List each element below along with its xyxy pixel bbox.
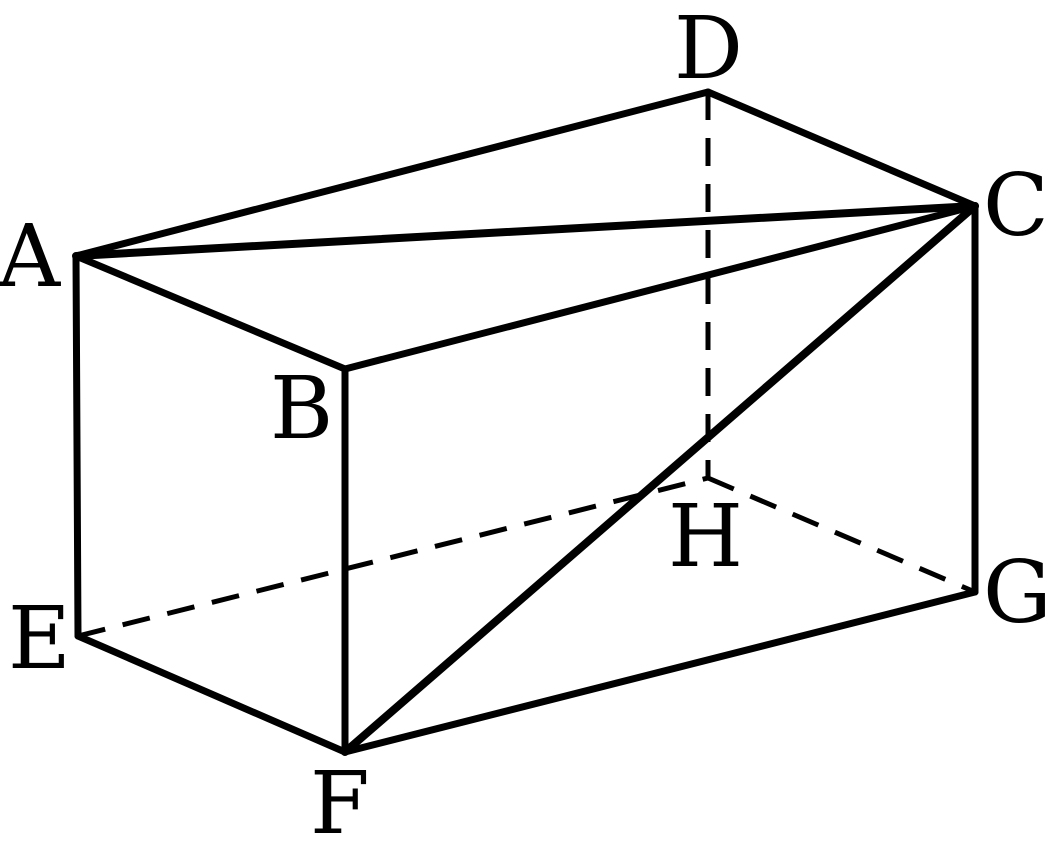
vertex-label-b: B (270, 359, 333, 459)
vertex-label-e: E (8, 589, 71, 689)
edge-ae (72, 252, 82, 640)
vertex-label-h: H (668, 487, 743, 587)
vertex-label-f: F (310, 754, 370, 854)
vertex-label-c: C (983, 156, 1049, 256)
edge-fg (341, 588, 979, 756)
edge-ac (72, 202, 979, 260)
edge-bc (341, 202, 979, 373)
edges-layer (72, 88, 979, 756)
edge-ef (74, 632, 349, 756)
vertex-label-d: D (674, 0, 743, 99)
edge-eh (77, 475, 709, 639)
edge-ab (72, 252, 349, 373)
edge-hg (707, 475, 976, 595)
edge-fc (341, 202, 979, 756)
edge-cd (704, 88, 979, 210)
edge-da (72, 88, 712, 260)
vertex-label-g: G (983, 543, 1050, 643)
vertex-label-a: A (0, 207, 61, 307)
